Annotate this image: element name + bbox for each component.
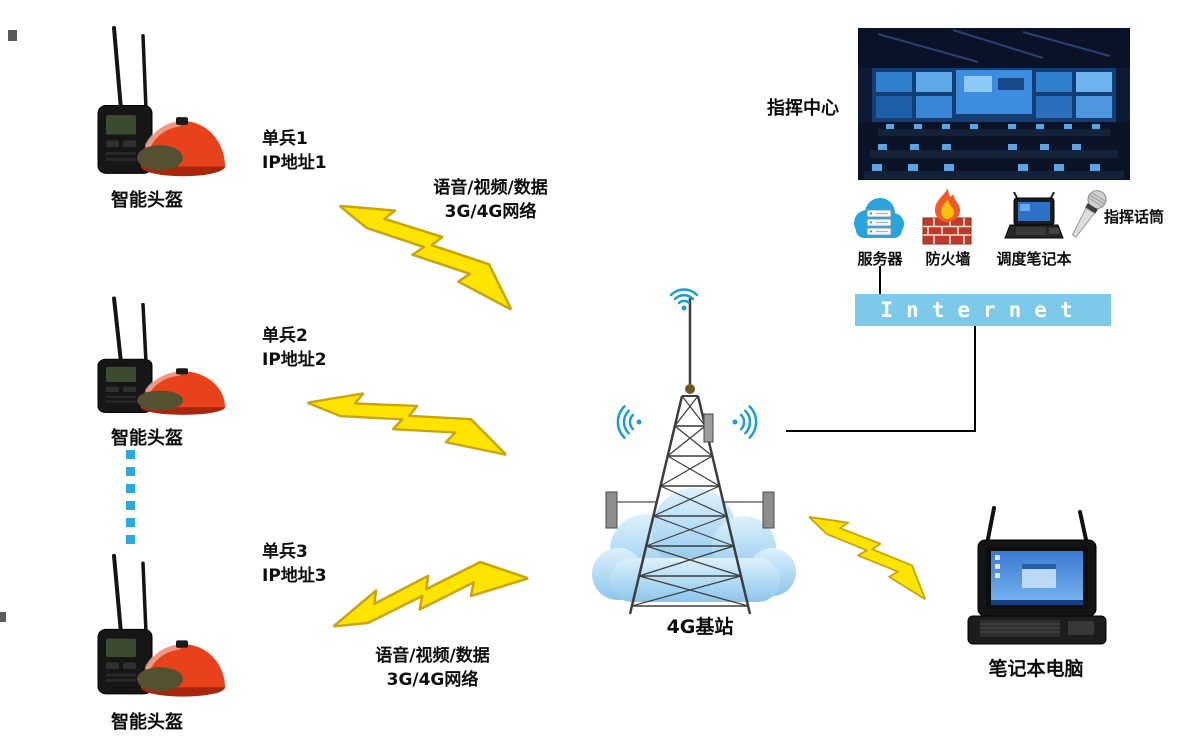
link-caption-bottom: 语音/视频/数据 3G/4G网络 [340, 644, 525, 692]
radio-button [123, 662, 136, 669]
soldier-2-ip: IP地址2 [262, 350, 327, 370]
firewall-label: 防火墙 [925, 250, 971, 268]
radio-button [123, 386, 136, 392]
antenna-icon [141, 33, 148, 112]
tower-beacon [685, 384, 695, 394]
link-caption-bottom-line1: 语音/视频/数据 [375, 646, 490, 666]
radio-button [106, 662, 119, 669]
continuation-dotted-line [126, 450, 135, 548]
dispatch-laptop-label: 调度笔记本 [996, 250, 1072, 268]
wifi-signal-left-icon [616, 405, 642, 439]
radio-screen [106, 366, 136, 383]
radio-speaker [106, 395, 136, 399]
helmet-label-3: 智能头盔 [111, 712, 183, 733]
tower-antenna-panels [605, 413, 775, 529]
smart-helmet-unit-2-illustration [97, 296, 225, 415]
video-wall [876, 70, 1112, 118]
laptop-touchpad [1068, 621, 1094, 635]
connector-internet-vertical [974, 326, 976, 432]
connector-internet-to-tower [786, 430, 976, 432]
antenna-icon [985, 506, 996, 546]
radio-button [106, 386, 119, 392]
lightning-bolt-4-icon [801, 503, 940, 601]
connector-server-to-internet [879, 266, 881, 294]
soldier-3-ip: IP地址3 [262, 566, 327, 586]
command-center-photo [858, 28, 1130, 180]
soldier-3-name: 单兵3 [262, 542, 308, 562]
microphone-label: 指挥话筒 [1104, 208, 1165, 226]
antenna-icon [112, 553, 123, 635]
antenna-icon [112, 296, 123, 364]
helmet-highlight [145, 120, 181, 149]
soldier-1-name: 单兵1 [262, 129, 308, 149]
soldier-1-ip: IP地址1 [262, 153, 327, 173]
stray-mark [0, 612, 6, 622]
radio-speaker [106, 679, 136, 682]
helmet-visor [137, 145, 183, 171]
console-monitors [872, 124, 1100, 171]
antenna-icon [1078, 510, 1089, 546]
smart-helmet-unit-3-illustration [97, 553, 225, 697]
soldier-1-caption: 单兵1 IP地址1 [262, 127, 327, 175]
link-caption-top-line1: 语音/视频/数据 [433, 178, 548, 198]
field-laptop-illustration [967, 506, 1107, 645]
helmet-label-1: 智能头盔 [111, 190, 183, 211]
antenna-icon [141, 561, 148, 635]
base-station-tower-illustration [605, 298, 775, 615]
radio-speaker [106, 673, 136, 677]
helmet-visor [137, 390, 183, 411]
radio-speaker [106, 157, 136, 161]
field-laptop-label: 笔记本电脑 [988, 658, 1084, 680]
antenna-icon [112, 25, 123, 112]
helmet-highlight [145, 371, 181, 393]
smart-helmet-unit-1-illustration [97, 25, 225, 177]
base-station-label: 4G基站 [666, 616, 734, 638]
wifi-signal-top-icon [669, 288, 699, 311]
microphone-icon [1071, 190, 1107, 238]
cloud-icon [592, 488, 796, 602]
helmet-label-2: 智能头盔 [111, 428, 183, 449]
server-icon [854, 198, 904, 238]
soldier-2-caption: 单兵2 IP地址2 [262, 324, 327, 372]
radio-button [123, 140, 136, 148]
firewall-icon [922, 188, 972, 245]
radio-screen [106, 115, 136, 135]
helmet-camera [176, 640, 188, 648]
brick-wall [922, 217, 972, 245]
radio-button [106, 140, 119, 148]
server-label: 服务器 [857, 250, 903, 268]
radio-screen [106, 638, 136, 658]
radio-speaker [106, 400, 136, 403]
helmet-camera [176, 117, 188, 125]
helmet-visor [137, 667, 183, 692]
stray-mark [8, 30, 17, 41]
soldier-2-name: 单兵2 [262, 326, 308, 346]
radio-speaker [106, 152, 136, 155]
tower-lattice-braces [631, 395, 749, 607]
link-caption-bottom-line2: 3G/4G网络 [386, 670, 479, 690]
console-desks [864, 129, 1124, 179]
internet-bar: Internet [855, 294, 1111, 326]
soldier-3-caption: 单兵3 IP地址3 [262, 540, 327, 588]
antenna-icon [141, 302, 148, 364]
lightning-bolt-2-icon [303, 382, 513, 457]
link-caption-top-line2: 3G/4G网络 [444, 202, 537, 222]
link-caption-top: 语音/视频/数据 3G/4G网络 [398, 176, 583, 224]
helmet-highlight [145, 644, 181, 670]
command-center-label: 指挥中心 [767, 98, 839, 119]
wifi-signal-right-icon [732, 405, 758, 439]
dispatch-laptop-icon [1004, 192, 1064, 239]
helmet-camera [176, 368, 188, 375]
